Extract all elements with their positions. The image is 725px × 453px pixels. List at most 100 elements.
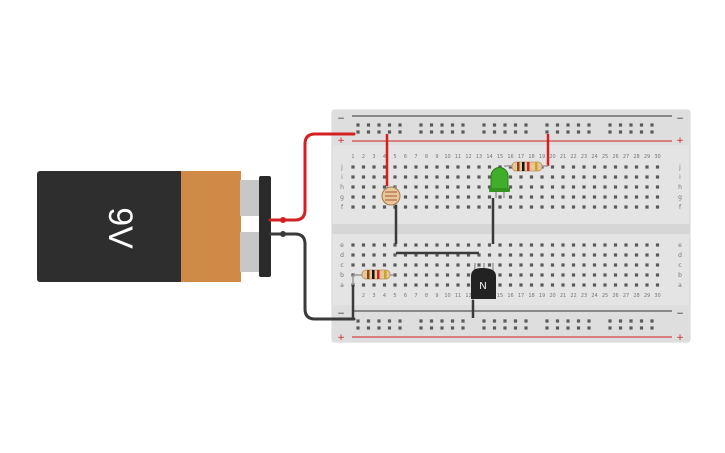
- terminal-hole[interactable]: [655, 175, 660, 179]
- terminal-hole[interactable]: [477, 253, 481, 257]
- terminal-hole[interactable]: [477, 165, 481, 169]
- terminal-hole[interactable]: [456, 283, 460, 287]
- terminal-hole[interactable]: [624, 165, 628, 169]
- terminal-hole[interactable]: [487, 243, 492, 247]
- terminal-hole[interactable]: [403, 195, 408, 199]
- rail-hole[interactable]: [482, 326, 486, 330]
- terminal-hole[interactable]: [624, 263, 628, 267]
- terminal-hole[interactable]: [477, 195, 481, 199]
- rail-hole[interactable]: [503, 130, 507, 134]
- terminal-hole[interactable]: [645, 165, 649, 169]
- rail-hole[interactable]: [503, 326, 507, 330]
- rail-hole[interactable]: [419, 326, 423, 330]
- terminal-hole[interactable]: [372, 175, 376, 179]
- rail-hole[interactable]: [576, 326, 581, 330]
- rail-hole[interactable]: [492, 319, 497, 323]
- terminal-hole[interactable]: [613, 205, 618, 209]
- terminal-hole[interactable]: [519, 253, 523, 257]
- rail-hole[interactable]: [461, 123, 465, 127]
- terminal-hole[interactable]: [529, 273, 534, 277]
- terminal-hole[interactable]: [351, 185, 355, 189]
- terminal-hole[interactable]: [655, 263, 660, 267]
- rail-hole[interactable]: [419, 123, 423, 127]
- rail-hole[interactable]: [524, 326, 528, 330]
- rail-hole[interactable]: [618, 326, 623, 330]
- terminal-hole[interactable]: [529, 175, 534, 179]
- terminal-hole[interactable]: [508, 165, 513, 169]
- terminal-hole[interactable]: [456, 243, 460, 247]
- rail-hole[interactable]: [482, 319, 486, 323]
- transistor[interactable]: N: [471, 262, 496, 301]
- rail-hole[interactable]: [377, 319, 381, 323]
- rail-hole[interactable]: [555, 326, 560, 330]
- rail-hole[interactable]: [566, 326, 570, 330]
- terminal-hole[interactable]: [361, 283, 366, 287]
- terminal-hole[interactable]: [550, 253, 555, 257]
- terminal-hole[interactable]: [361, 243, 366, 247]
- rail-hole[interactable]: [419, 130, 423, 134]
- terminal-hole[interactable]: [403, 205, 408, 209]
- rail-hole[interactable]: [629, 123, 633, 127]
- terminal-hole[interactable]: [540, 185, 544, 189]
- terminal-hole[interactable]: [582, 195, 586, 199]
- terminal-hole[interactable]: [519, 195, 523, 199]
- rail-hole[interactable]: [587, 319, 591, 323]
- resistor-base[interactable]: [352, 269, 393, 285]
- terminal-hole[interactable]: [403, 283, 408, 287]
- rail-hole[interactable]: [513, 130, 518, 134]
- terminal-hole[interactable]: [393, 243, 397, 247]
- terminal-hole[interactable]: [508, 195, 513, 199]
- rail-hole[interactable]: [440, 123, 444, 127]
- terminal-hole[interactable]: [550, 195, 555, 199]
- terminal-hole[interactable]: [582, 205, 586, 209]
- rail-hole[interactable]: [429, 130, 434, 134]
- rail-hole[interactable]: [503, 319, 507, 323]
- terminal-hole[interactable]: [466, 253, 471, 257]
- rail-hole[interactable]: [513, 123, 518, 127]
- terminal-hole[interactable]: [592, 283, 597, 287]
- rail-hole[interactable]: [492, 123, 497, 127]
- terminal-hole[interactable]: [592, 253, 597, 257]
- rail-hole[interactable]: [450, 123, 455, 127]
- terminal-hole[interactable]: [571, 283, 576, 287]
- rail-hole[interactable]: [629, 130, 633, 134]
- terminal-hole[interactable]: [613, 243, 618, 247]
- terminal-hole[interactable]: [519, 283, 523, 287]
- terminal-hole[interactable]: [508, 175, 513, 179]
- rail-hole[interactable]: [398, 123, 402, 127]
- terminal-hole[interactable]: [592, 243, 597, 247]
- terminal-hole[interactable]: [561, 165, 565, 169]
- terminal-hole[interactable]: [445, 253, 450, 257]
- terminal-hole[interactable]: [382, 205, 387, 209]
- terminal-hole[interactable]: [456, 175, 460, 179]
- terminal-hole[interactable]: [655, 195, 660, 199]
- battery[interactable]: 9V: [37, 171, 271, 282]
- terminal-hole[interactable]: [403, 253, 408, 257]
- terminal-hole[interactable]: [645, 243, 649, 247]
- terminal-hole[interactable]: [582, 243, 586, 247]
- rail-hole[interactable]: [524, 130, 528, 134]
- terminal-hole[interactable]: [445, 175, 450, 179]
- terminal-hole[interactable]: [498, 283, 502, 287]
- terminal-hole[interactable]: [592, 273, 597, 277]
- terminal-hole[interactable]: [519, 205, 523, 209]
- terminal-hole[interactable]: [592, 263, 597, 267]
- terminal-hole[interactable]: [403, 175, 408, 179]
- terminal-hole[interactable]: [582, 273, 586, 277]
- terminal-hole[interactable]: [351, 253, 355, 257]
- terminal-hole[interactable]: [487, 175, 492, 179]
- terminal-hole[interactable]: [382, 253, 387, 257]
- terminal-hole[interactable]: [403, 185, 408, 189]
- terminal-hole[interactable]: [382, 185, 387, 189]
- rail-hole[interactable]: [482, 123, 486, 127]
- terminal-hole[interactable]: [487, 205, 492, 209]
- rail-hole[interactable]: [576, 319, 581, 323]
- terminal-hole[interactable]: [634, 273, 639, 277]
- terminal-hole[interactable]: [382, 165, 387, 169]
- rail-hole[interactable]: [576, 123, 581, 127]
- terminal-hole[interactable]: [603, 283, 607, 287]
- terminal-hole[interactable]: [466, 263, 471, 267]
- rail-hole[interactable]: [545, 130, 549, 134]
- rail-hole[interactable]: [366, 319, 371, 323]
- terminal-hole[interactable]: [529, 195, 534, 199]
